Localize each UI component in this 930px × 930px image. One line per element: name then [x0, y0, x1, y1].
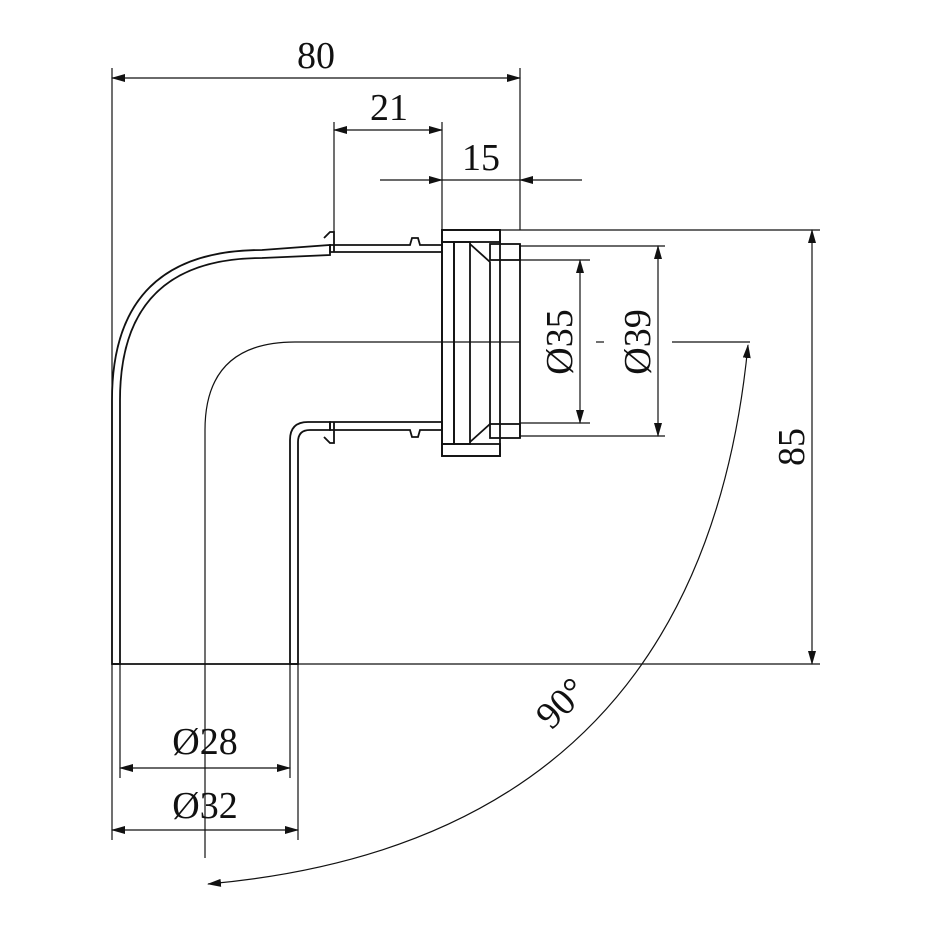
- spigot-top-wall: [329, 237, 443, 253]
- label-d39: Ø39: [617, 309, 659, 374]
- dimension-lines: [111, 68, 820, 887]
- seal-ring: [453, 241, 471, 445]
- label-80: 80: [297, 35, 335, 77]
- socket-top-band: [441, 229, 501, 243]
- outlet-pipe-wall-bottom: [489, 423, 521, 439]
- dimension-labels: 80 21 15 Ø35 Ø39 85 Ø28 Ø32 90°: [172, 35, 813, 827]
- spigot-bottom-rib: [323, 422, 335, 444]
- socket-left-band: [441, 241, 455, 445]
- socket-outer: [441, 229, 501, 457]
- centerline: [204, 341, 520, 858]
- elbow-body: [111, 229, 521, 858]
- label-d35: Ø35: [539, 309, 581, 374]
- seal-lip: [469, 243, 491, 443]
- label-d32: Ø32: [172, 785, 237, 827]
- label-15: 15: [462, 137, 500, 179]
- socket-bottom-band: [441, 443, 501, 457]
- label-85: 85: [771, 428, 813, 466]
- label-d28: Ø28: [172, 721, 237, 763]
- outer-wall: [111, 244, 331, 665]
- spigot-bottom-wall: [329, 421, 443, 438]
- inner-wall: [289, 421, 331, 665]
- dim-angle-arc: [207, 344, 751, 887]
- outlet-pipe-wall-top: [489, 243, 521, 261]
- label-angle: 90°: [528, 670, 595, 737]
- spigot-top-rib: [323, 231, 335, 252]
- label-21: 21: [370, 87, 408, 129]
